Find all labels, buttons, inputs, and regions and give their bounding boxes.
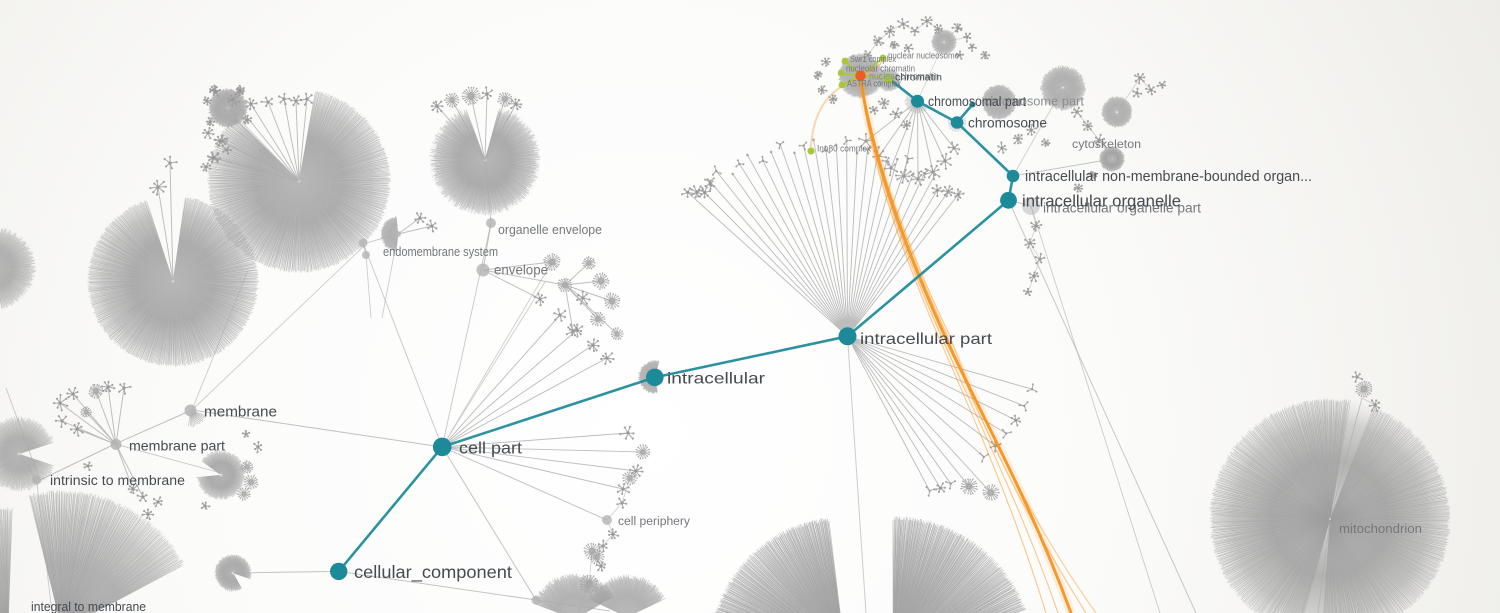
- related-term-edges: [840, 57, 889, 86]
- label-intracellular-nmb-organelle[interactable]: intracellular non-membrane-bounded organ…: [1025, 169, 1312, 185]
- green-node-nucleolar-chromatin[interactable]: [837, 69, 845, 77]
- term-node[interactable]: [31, 475, 42, 485]
- green-node-swr1[interactable]: [841, 57, 849, 65]
- term-node[interactable]: [362, 251, 370, 259]
- term-labels: nuclear chromatin chromosome part Swr1 com…: [31, 51, 1422, 613]
- label-chromosome[interactable]: chromosome: [968, 115, 1047, 131]
- label-intracellular-organelle-part[interactable]: intracellular organelle part: [1043, 201, 1201, 216]
- label-astra-complex[interactable]: ASTRA complex: [847, 79, 901, 90]
- green-node-nuclear-nucleosome[interactable]: [879, 54, 887, 62]
- label-envelope[interactable]: envelope: [494, 263, 548, 278]
- label-intrinsic-to-membrane[interactable]: intrinsic to membrane: [50, 473, 185, 488]
- path-edges: [337, 77, 1015, 573]
- path-nodes[interactable]: [330, 94, 1020, 581]
- path-node-cellular_component[interactable]: [330, 562, 348, 581]
- label-cell-periphery[interactable]: cell periphery: [618, 516, 690, 528]
- green-node-ino80[interactable]: [807, 147, 815, 155]
- term-node[interactable]: [1107, 154, 1117, 164]
- path-node-intracellular-nmb-organelle[interactable]: [1006, 169, 1020, 183]
- label-chromatin[interactable]: chromatin: [895, 72, 942, 84]
- leaf-sprays: [52, 84, 1038, 503]
- term-node[interactable]: [602, 515, 612, 525]
- green-node-chromatin[interactable]: [883, 73, 894, 84]
- label-membrane-part[interactable]: membrane part: [129, 438, 225, 454]
- label-nuclear-nucleosome[interactable]: nuclear nucleosome: [888, 51, 959, 62]
- label-chromosome-part[interactable]: chromosome part: [984, 95, 1085, 109]
- label-ino80-complex[interactable]: Ino80 complex: [817, 144, 871, 155]
- label-intracellular-part[interactable]: intracellular part: [860, 331, 993, 348]
- label-chromosomal-part[interactable]: chromosomal part: [928, 94, 1026, 109]
- label-intracellular-organelle[interactable]: intracellular organelle: [1022, 193, 1181, 211]
- path-node-chromosome[interactable]: [950, 116, 964, 129]
- mini-clusters: [83, 16, 1381, 594]
- gray-nodes: [31, 154, 1117, 605]
- related-term-nodes[interactable]: [807, 54, 894, 155]
- label-intracellular[interactable]: intracellular: [667, 371, 766, 388]
- path-node-intracellular[interactable]: [646, 368, 664, 387]
- label-nucleolar-chromatin[interactable]: nucleolar chromatin: [846, 64, 915, 75]
- label-cytoskeleton[interactable]: cytoskeleton: [1072, 137, 1141, 151]
- path-node-chromosomal-part[interactable]: [911, 94, 924, 108]
- fan-clusters: [0, 29, 1451, 613]
- label-swr1-complex[interactable]: Swr1 complex: [850, 54, 896, 65]
- highlight-orange-edges: [810, 59, 1097, 613]
- label-endomembrane-system[interactable]: endomembrane system: [383, 245, 498, 259]
- label-mitochondrion[interactable]: mitochondrion: [1339, 521, 1422, 536]
- label-organelle-envelope[interactable]: organelle envelope: [498, 223, 602, 237]
- path-node-intracellular-organelle[interactable]: [1000, 191, 1017, 209]
- term-node[interactable]: [531, 595, 541, 605]
- label-nuclear-chromatin[interactable]: nuclear chromatin: [869, 72, 939, 83]
- label-cellular-component[interactable]: cellular_component: [354, 562, 512, 583]
- term-node[interactable]: [358, 238, 368, 248]
- path-node-chromosome-part[interactable]: [969, 101, 976, 108]
- label-membrane[interactable]: membrane: [204, 404, 277, 421]
- path-node-cell-part[interactable]: [432, 437, 452, 457]
- term-node[interactable]: [395, 231, 401, 237]
- term-node[interactable]: [476, 263, 490, 277]
- label-integral-to-membrane[interactable]: integral to membrane: [31, 599, 146, 613]
- term-node[interactable]: [1022, 197, 1040, 215]
- label-cell-part[interactable]: cell part: [459, 439, 522, 458]
- path-node-intracellular-part[interactable]: [838, 327, 857, 346]
- term-node[interactable]: [184, 404, 197, 417]
- green-node-astra[interactable]: [838, 81, 846, 89]
- term-node[interactable]: [486, 218, 496, 228]
- selected-term-node[interactable]: [855, 70, 866, 82]
- term-node[interactable]: [110, 438, 122, 450]
